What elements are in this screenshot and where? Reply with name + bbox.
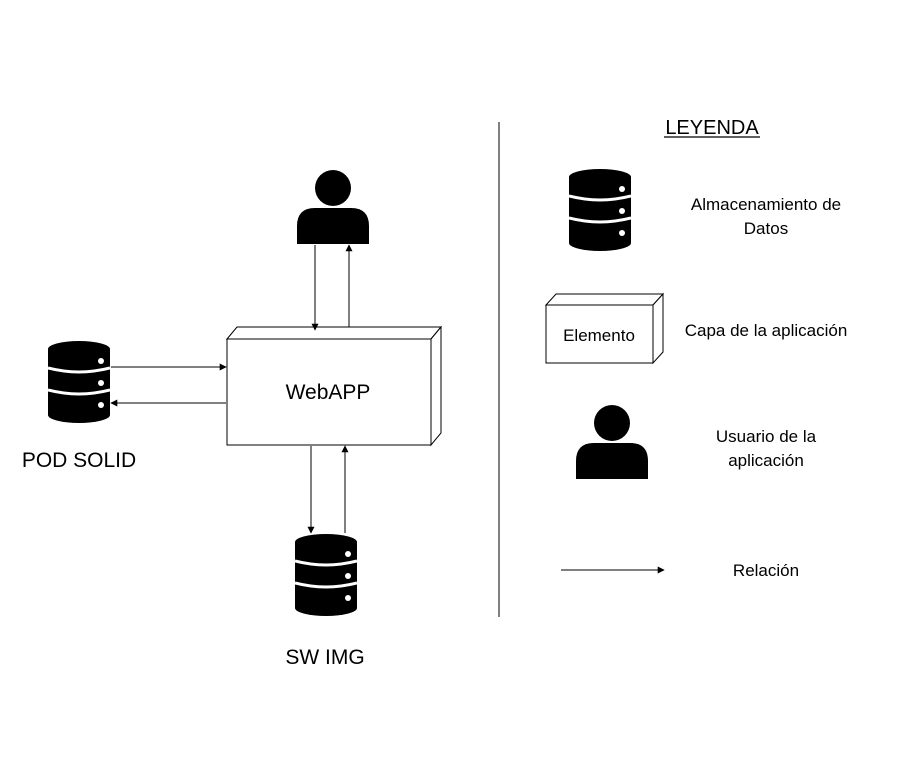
user-node-icon <box>297 170 369 244</box>
sw-img-label: SW IMG <box>285 646 364 669</box>
legend-title: LEYENDA <box>665 117 759 139</box>
legend-user-line1: Usuario de la <box>716 427 817 446</box>
webapp-node <box>225 325 443 447</box>
legend-user-line2: aplicación <box>728 451 804 470</box>
pod-solid-label: POD SOLID <box>22 449 136 472</box>
legend-layer-text: Capa de la aplicación <box>685 321 848 340</box>
legend-relation-label: Relación <box>733 561 799 580</box>
legend-layer-box-label: Elemento <box>563 326 635 345</box>
legend-storage-line2: Datos <box>744 219 788 238</box>
pod-solid-database-icon <box>48 341 110 423</box>
relation-arrows <box>110 244 353 534</box>
legend-layer-box <box>544 292 665 365</box>
webapp-label: WebAPP <box>286 381 371 404</box>
legend-storage-line1: Almacenamiento de <box>691 195 841 214</box>
legend-user-icon <box>576 405 648 479</box>
sw-img-database-icon <box>295 534 357 616</box>
legend-database-icon <box>569 169 631 251</box>
